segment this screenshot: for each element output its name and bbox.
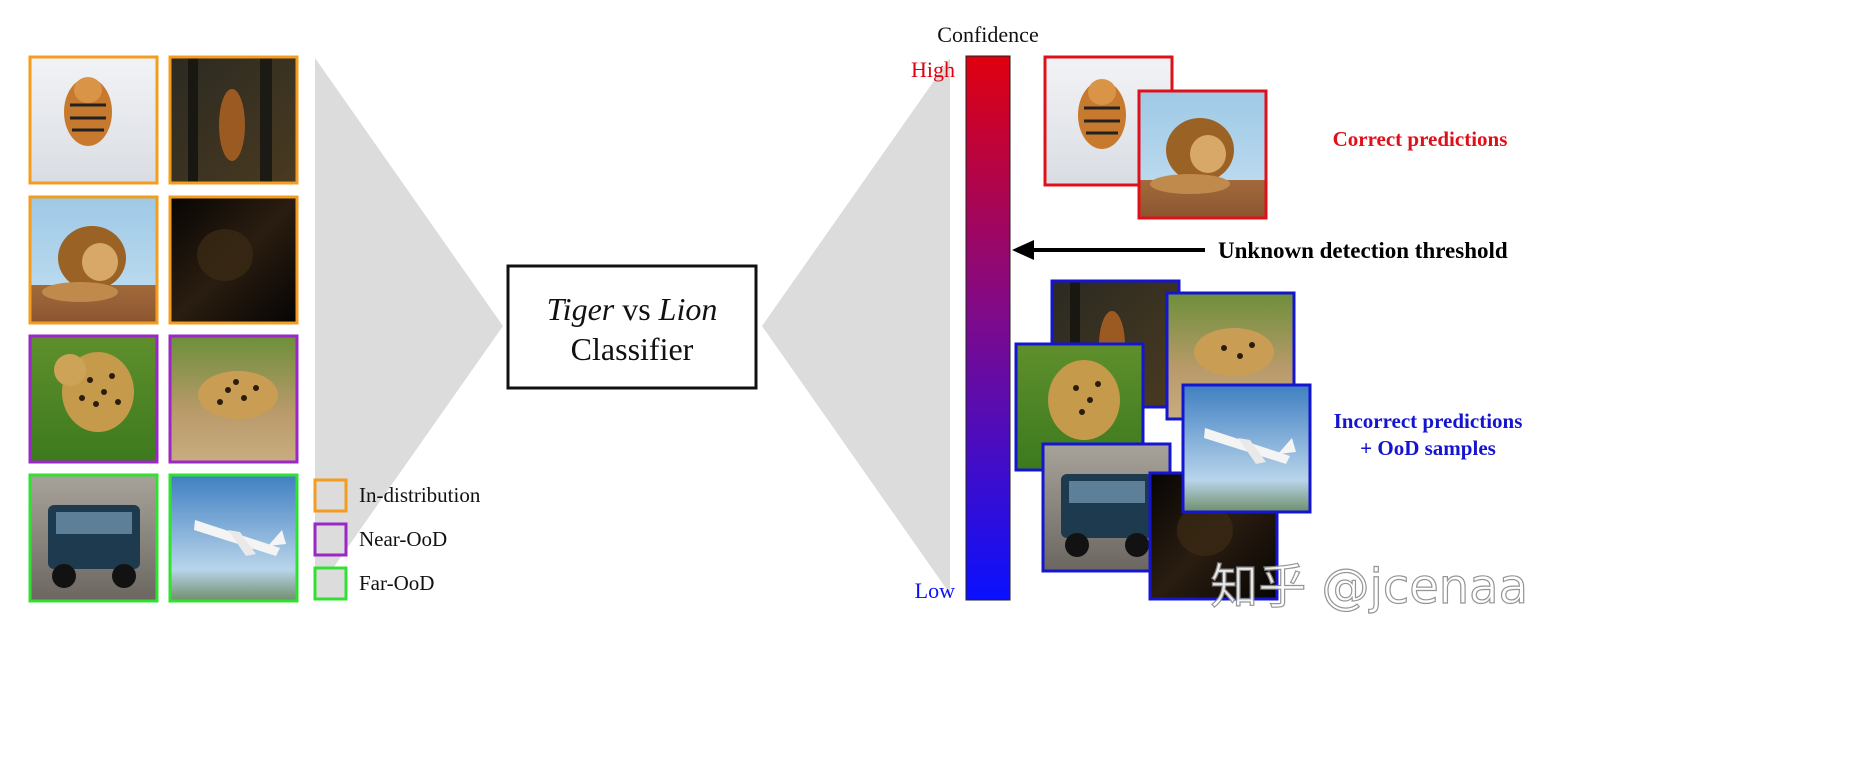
image-lion-dark — [168, 195, 299, 325]
image-tiger-forest — [168, 55, 299, 185]
watermark-text: 知乎 @jcenaa — [1210, 559, 1528, 615]
input-funnel — [315, 58, 503, 594]
incorrect-stack-airplane — [1181, 383, 1312, 514]
image-tiger-snow — [28, 55, 159, 185]
confidence-low-label: Low — [915, 578, 955, 603]
threshold-label: Unknown detection threshold — [1218, 238, 1508, 263]
threshold-arrow — [1012, 240, 1205, 260]
legend-swatch-1 — [313, 522, 348, 557]
classifier-label-tiger: Tiger — [547, 291, 615, 327]
classifier-label-lion: Lion — [658, 291, 718, 327]
classifier-label-vs: vs — [614, 291, 658, 327]
ood-samples-label: + OoD samples — [1360, 436, 1496, 460]
image-leopard-grass — [28, 334, 159, 464]
confidence-title: Confidence — [937, 22, 1038, 47]
image-leopard-walking — [168, 334, 299, 464]
correct-stack-lion — [1137, 89, 1268, 220]
incorrect-predictions-label: Incorrect predictions — [1334, 409, 1523, 433]
image-suv-street — [28, 473, 159, 603]
confidence-high-label: High — [911, 57, 955, 82]
correct-predictions-label: Correct predictions — [1333, 127, 1508, 151]
classifier-title-line2: Classifier — [571, 331, 694, 367]
image-lion-resting — [28, 195, 159, 325]
image-airplane-sky — [168, 473, 299, 603]
classifier-title-line1: Tiger vs Lion — [547, 291, 718, 327]
confidence-bar — [965, 55, 1011, 601]
legend-swatch-0 — [313, 478, 348, 513]
legend-label-0: In-distribution — [359, 483, 481, 507]
legend-label-1: Near-OoD — [359, 527, 447, 551]
legend-swatch-2 — [313, 566, 348, 601]
legend-label-2: Far-OoD — [359, 571, 434, 595]
classifier-box — [506, 264, 758, 390]
output-funnel — [762, 58, 950, 594]
